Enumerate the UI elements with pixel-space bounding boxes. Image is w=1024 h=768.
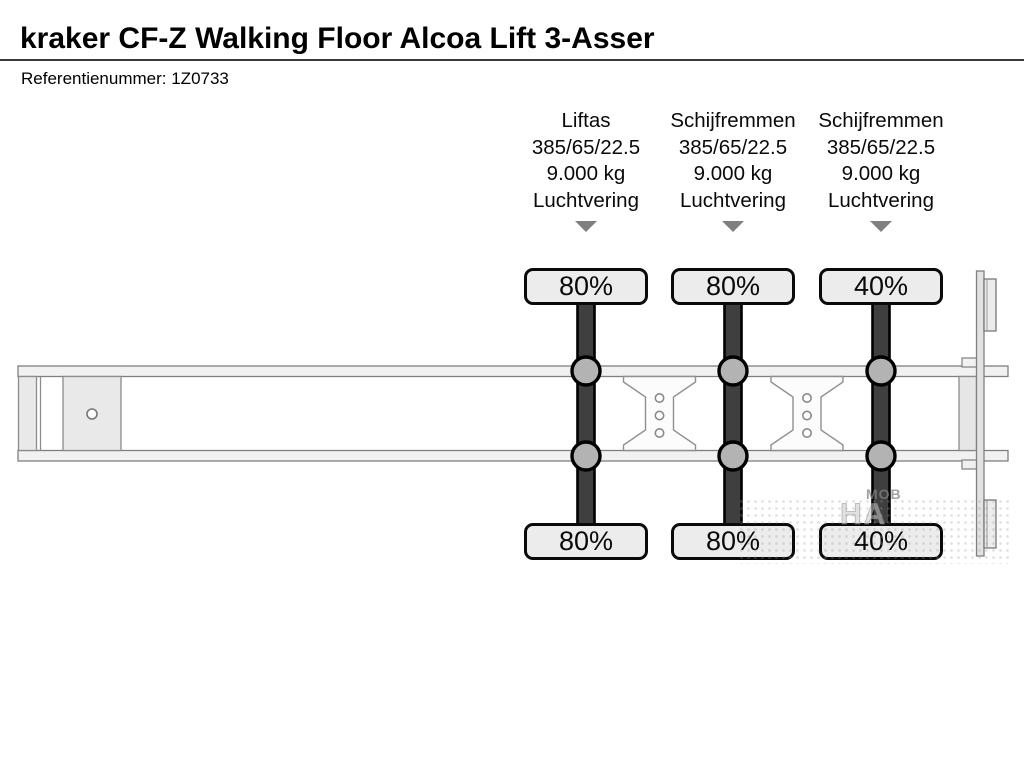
tyre-tread-axle1-left: 80%	[524, 268, 648, 305]
title-divider	[0, 59, 1024, 61]
axle-1-capacity: 9.000 kg	[546, 162, 626, 185]
tyre-tread-axle1-right: 80%	[524, 523, 648, 560]
axle-bar-2	[723, 295, 743, 532]
page-title: kraker CF-Z Walking Floor Alcoa Lift 3-A…	[20, 22, 655, 55]
wheel-hub	[717, 355, 749, 387]
axle-3-name: Schijfremmen	[818, 109, 944, 132]
rear-bumper-post	[975, 270, 985, 557]
tyre-tread-axle3-right: 40%	[819, 523, 943, 560]
axle-3-capacity: 9.000 kg	[841, 162, 921, 185]
axle-bar-3	[871, 295, 891, 532]
axle-3-tyre-size: 385/65/22.5	[826, 135, 936, 159]
bolt-hole	[801, 427, 812, 438]
axle-2-specs: Schijfremmen 385/65/22.5 9.000 kg Luchtv…	[658, 108, 808, 214]
reference-number: Referentienummer: 1Z0733	[21, 69, 229, 88]
axle-1-name: Liftas	[561, 109, 611, 132]
axle-2-capacity: 9.000 kg	[693, 162, 773, 185]
front-end-cap	[17, 375, 38, 452]
axle-3-suspension: Luchtvering	[828, 188, 934, 212]
arrow-down-icon	[722, 221, 744, 232]
arrow-down-icon	[870, 221, 892, 232]
rear-crossmember-box	[958, 375, 978, 452]
bolt-hole	[801, 410, 812, 421]
rear-bracket-bottom	[961, 459, 978, 470]
wheel-hub	[570, 355, 602, 387]
crossmember-plate-2	[770, 375, 844, 452]
tyre-tread-axle2-right: 80%	[671, 523, 795, 560]
arrow-down-icon	[575, 221, 597, 232]
tyre-tread-axle2-left: 80%	[671, 268, 795, 305]
bolt-hole	[801, 392, 812, 403]
wheel-hub	[865, 440, 897, 472]
kingpin	[86, 408, 98, 420]
axle-2-suspension: Luchtvering	[680, 188, 786, 212]
wheel-hub	[717, 440, 749, 472]
chassis-rail-bottom	[17, 449, 1009, 462]
rear-bracket-top	[961, 357, 978, 368]
tyre-tread-axle3-left: 40%	[819, 268, 943, 305]
crossmember-plate-1	[622, 375, 697, 452]
rear-fitting-bottom	[983, 499, 997, 549]
wheel-hub	[865, 355, 897, 387]
chassis-rail-top	[17, 365, 1009, 378]
rear-fitting-top	[983, 278, 997, 332]
axle-3-specs: Schijfremmen 385/65/22.5 9.000 kg Luchtv…	[806, 108, 956, 214]
bolt-hole	[654, 410, 665, 421]
axle-bar-1	[576, 295, 596, 532]
axle-1-tyre-size: 385/65/22.5	[531, 135, 641, 159]
axle-1-suspension: Luchtvering	[533, 188, 639, 212]
bolt-hole	[654, 392, 665, 403]
wheel-hub	[570, 440, 602, 472]
axle-2-name: Schijfremmen	[670, 109, 796, 132]
axle-2-tyre-size: 385/65/22.5	[678, 135, 788, 159]
bolt-hole	[654, 427, 665, 438]
axle-1-specs: Liftas 385/65/22.5 9.000 kg Luchtvering	[511, 108, 661, 214]
